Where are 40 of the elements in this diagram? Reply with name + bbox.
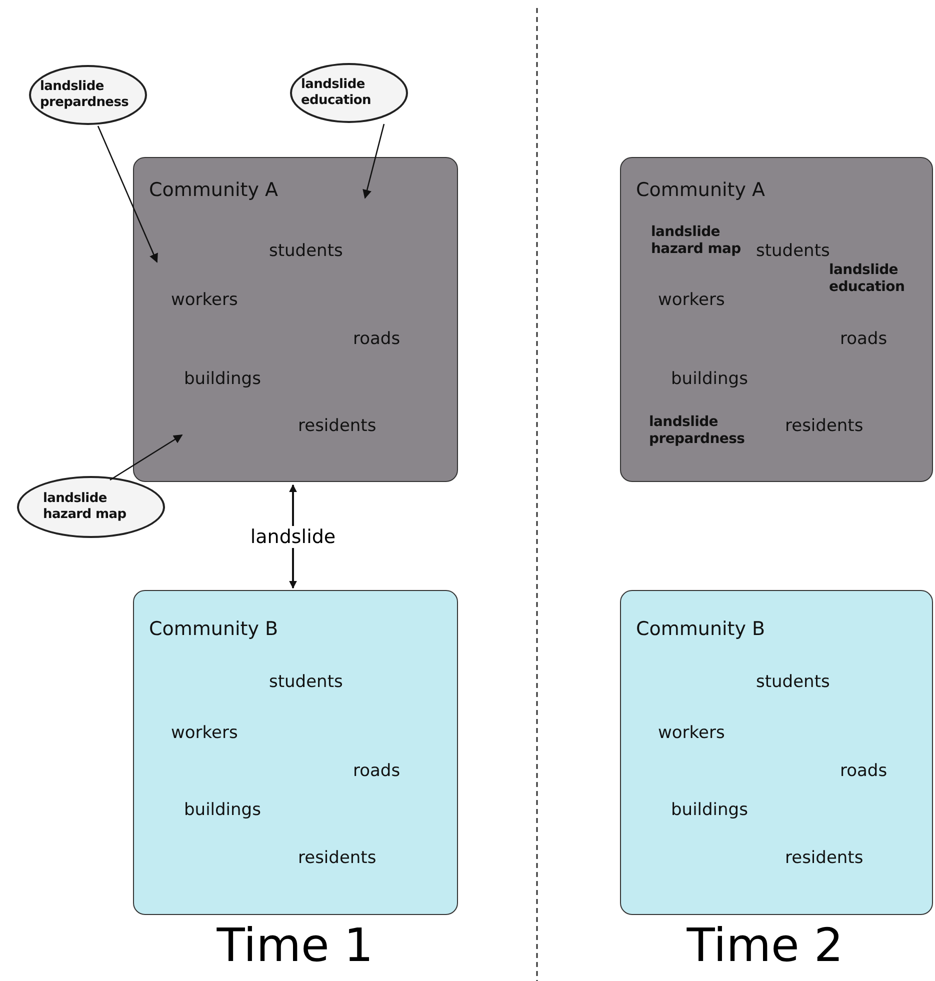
time-label: Time 2 (686, 918, 844, 972)
item-label: workers (658, 723, 725, 743)
item-label: residents (298, 416, 376, 436)
item-label: buildings (184, 369, 261, 389)
item-label: buildings (671, 369, 748, 389)
item-label: residents (298, 848, 376, 868)
box-title: Community B (636, 619, 766, 639)
item-label: roads (840, 761, 888, 781)
item-label: buildings (184, 800, 261, 820)
arrow (110, 434, 183, 481)
item-label: workers (171, 723, 238, 743)
time-label: Time 1 (216, 918, 374, 972)
item-label: residents (785, 416, 864, 436)
arrow (362, 124, 385, 199)
item-label: students (269, 672, 343, 692)
item-label: landslide prepardness (649, 414, 746, 448)
arrow (97, 126, 158, 263)
item-label: roads (840, 329, 888, 349)
item-label: buildings (671, 800, 748, 820)
item-label: landslide education (829, 262, 906, 296)
concept-label: landslide education (301, 77, 372, 109)
concept-label: landslide hazard map (43, 491, 128, 523)
item-label: roads (353, 329, 400, 349)
box-title: Community B (149, 619, 278, 639)
concept-label: landslide prepardness (40, 79, 130, 111)
community-box (620, 157, 933, 482)
community-box (620, 590, 933, 915)
box-title: Community A (149, 180, 278, 200)
arrow (289, 484, 297, 589)
item-label: students (269, 241, 343, 261)
item-label: students (756, 672, 830, 692)
box-title: Community A (636, 180, 766, 200)
item-label: students (756, 241, 830, 261)
item-label: roads (353, 761, 400, 781)
community-box (133, 590, 458, 915)
item-label: residents (785, 848, 864, 868)
community-box (133, 157, 458, 482)
item-label: workers (658, 290, 725, 310)
item-label: landslide hazard map (651, 224, 742, 258)
item-label: workers (171, 290, 238, 310)
